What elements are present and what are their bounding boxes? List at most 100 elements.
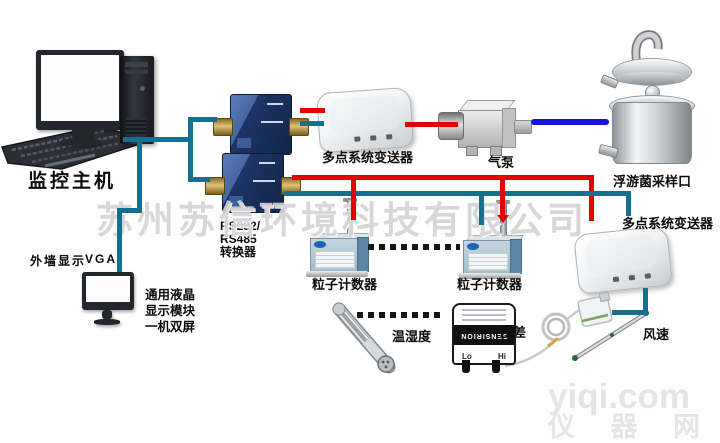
bus-teal (284, 191, 631, 196)
drop-teal-counter2 (479, 193, 484, 225)
label-vga: VGA (85, 252, 118, 266)
transmitter1-port1 (354, 136, 361, 142)
monitor2-base (94, 319, 120, 325)
label-converter: RS232/ RS485 转换器 (220, 220, 260, 259)
tower-icon (120, 56, 154, 144)
cable-to-converter2 (193, 177, 210, 182)
converter1-text-bar (267, 103, 283, 105)
pump-outlet (514, 120, 532, 134)
pressure-sensor-spec-text (462, 309, 506, 323)
transmitter1-face (327, 94, 400, 134)
bus-red (292, 175, 594, 180)
sampler-disc-rim (616, 72, 686, 85)
converter2-panel (229, 196, 243, 206)
pressure-port-low-label: Lo (462, 352, 472, 361)
converter2-left-plug (205, 177, 225, 195)
label-wall-display: 外墙显示 (30, 254, 87, 268)
cable-host-trunk (123, 137, 193, 142)
watermark-site-cn: 仪 器 网 (547, 412, 714, 442)
label-lcd-line3: 一机双屏 (145, 320, 196, 334)
pressure-tube-high (492, 360, 500, 373)
counter2-base (459, 273, 521, 279)
drop-red-counter2 (500, 178, 505, 216)
bus-teal-right-drop (626, 191, 631, 216)
counter2-label-strip (468, 253, 508, 271)
pump-foot2 (490, 146, 502, 156)
label-converter-line3: 转换器 (220, 245, 257, 259)
wind-sensor-icon (504, 291, 650, 368)
label-transmitter1: 多点系统变送器 (322, 150, 414, 165)
transmitter2-port3 (644, 273, 652, 279)
tower-drive-bay (125, 62, 148, 67)
label-counter2: 粒子计数器 (457, 277, 523, 292)
counter1-base (306, 271, 368, 277)
label-lcd-module: 通用液晶 显示模块 一机双屏 (145, 287, 195, 335)
label-pressure: 压差 (500, 325, 527, 340)
monitor2-screen (86, 276, 130, 302)
converter1-left-plug (213, 118, 233, 136)
cable-down-branch (188, 137, 193, 182)
cable-vga-corner (117, 208, 142, 213)
converter1 (230, 94, 292, 155)
transmitter2-device (573, 225, 673, 295)
transmitter1-port3 (386, 134, 393, 140)
sampler-cylinder-device (612, 102, 692, 164)
converter1-text-bar2 (261, 121, 283, 123)
air-pump-device (438, 98, 534, 156)
monitor1-screen (41, 55, 119, 121)
label-host: 监控主机 (28, 171, 117, 192)
cable-red-conv1-xmit1 (300, 108, 325, 113)
bus-red-right-drop (589, 175, 594, 221)
tube-blue-pump-sampler (531, 119, 609, 125)
counter2-logo (467, 243, 479, 250)
cable-to-converter1 (193, 117, 217, 122)
tower-drive-bay2 (125, 70, 148, 74)
transmitter2-port1 (612, 276, 620, 283)
drop-red-counter1 (351, 178, 356, 220)
label-lcd-line2: 显示模块 (145, 304, 196, 318)
label-sampler: 浮游菌采样口 (613, 174, 692, 189)
watermark-site-url: yiqi.com (547, 377, 690, 416)
transmitter2-face (584, 233, 658, 275)
pressure-port-high-label: Hi (498, 352, 506, 361)
drop-red-arrowhead (497, 215, 509, 223)
cable-red-xmit1-pump (405, 122, 458, 127)
tower-power-button (140, 86, 145, 91)
watermark-company: 苏州苏信环境科技有限公司 (96, 200, 588, 241)
label-pump: 气泵 (488, 155, 515, 170)
label-transmitter2: 多点系统变送器 (622, 216, 714, 231)
counter1-tube (347, 200, 354, 242)
counter2-tube (500, 202, 507, 244)
tower-vents (126, 118, 146, 136)
converter1-panel (237, 138, 251, 148)
label-wind: 风速 (643, 327, 670, 342)
label-converter-line1: RS232/ (220, 219, 261, 233)
counter1-label-strip (315, 251, 355, 269)
pump-foot1 (466, 146, 478, 156)
converter2-text-bar2 (253, 180, 275, 182)
cable-vga-vertical (137, 139, 142, 213)
watermark-site: yiqi.com 仪 器 网 (548, 379, 714, 441)
transmitter2-port2 (628, 274, 636, 281)
monitor1-base (60, 138, 102, 146)
label-counter1: 粒子计数器 (312, 277, 378, 292)
cable-teal-conv1-xmit1 (300, 121, 324, 126)
cable-up-corner (188, 117, 193, 142)
counter1-logo (314, 241, 326, 248)
cable-wind-vertical (643, 288, 648, 315)
transmitter1-port2 (370, 135, 377, 141)
counter2-side (510, 239, 522, 274)
pump-front-face (458, 110, 504, 148)
cable-wind-corner (612, 310, 648, 315)
transmitter1-device (316, 86, 414, 154)
pressure-tube-low (462, 360, 470, 373)
monitor2-stand (102, 310, 112, 319)
cable-vga-drop (117, 208, 122, 272)
label-lcd-line1: 通用液晶 (145, 288, 196, 302)
ellipsis-sensors (357, 312, 443, 318)
label-converter-line2: RS485 (220, 232, 257, 246)
label-temp-humidity: 温湿度 (392, 329, 432, 344)
ellipsis-counters (368, 244, 460, 250)
particle-counter1-device (306, 198, 376, 278)
